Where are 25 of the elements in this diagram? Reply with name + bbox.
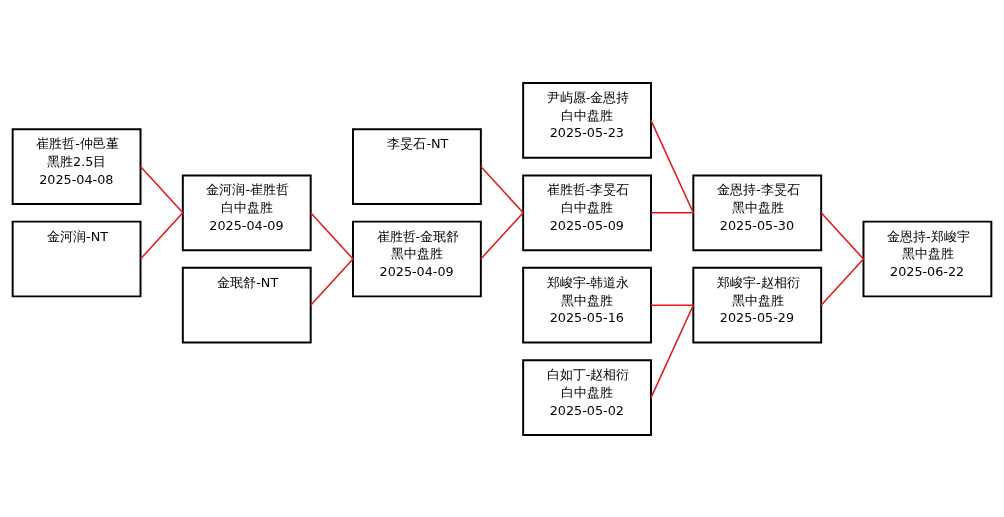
node-box: 尹屿愿-金恩持 白中盘胜 2025-05-23 xyxy=(522,81,652,159)
connector xyxy=(139,211,184,260)
connector xyxy=(820,211,865,260)
node-box: 金恩持-郑峻宇 黑中盘胜 2025-06-22 xyxy=(862,220,993,297)
connector xyxy=(650,303,695,306)
connector xyxy=(650,211,695,214)
node-box: 崔胜哲-仲邑堇 黑胜2.5目 2025-04-08 xyxy=(11,127,142,205)
node-box: 白如丁-赵相衍 白中盘胜 2025-05-02 xyxy=(522,358,652,436)
connector xyxy=(650,303,695,398)
node-box: 崔胜哲-李旻石 白中盘胜 2025-05-09 xyxy=(522,173,652,251)
connector xyxy=(139,165,184,214)
node-box: 金河润-NT xyxy=(11,220,142,297)
connector xyxy=(480,165,524,214)
node-box: 崔胜哲-金珉舒 黑中盘胜 2025-04-09 xyxy=(352,220,482,297)
node-box: 郑峻宇-赵相衍 黑中盘胜 2025-05-29 xyxy=(692,266,823,344)
connector xyxy=(650,119,695,214)
node-box: 金珉舒-NT xyxy=(181,266,312,344)
node-box: 郑峻宇-韩道永 黑中盘胜 2025-05-16 xyxy=(522,266,652,344)
connector xyxy=(309,211,354,260)
connector xyxy=(820,257,865,306)
node-box: 金恩持-李旻石 黑中盘胜 2025-05-30 xyxy=(692,173,823,251)
connector xyxy=(480,211,524,260)
node-box: 金河润-崔胜哲 白中盘胜 2025-04-09 xyxy=(181,173,312,251)
node-box: 李旻石-NT xyxy=(352,127,482,205)
connector xyxy=(309,257,354,306)
